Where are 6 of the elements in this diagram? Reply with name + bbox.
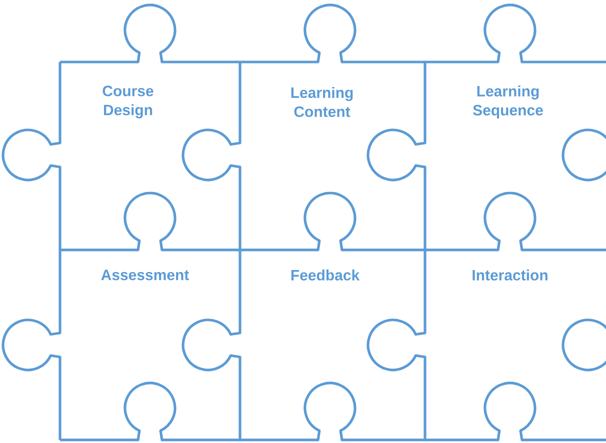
piece-label: Feedback [291, 269, 360, 280]
piece-label: Course Design [102, 86, 154, 118]
piece-label: Learning Sequence [473, 86, 543, 118]
piece-label: Interaction [472, 269, 548, 280]
piece-label: Assessment [101, 270, 189, 280]
piece-label: Learning Content [291, 86, 353, 117]
